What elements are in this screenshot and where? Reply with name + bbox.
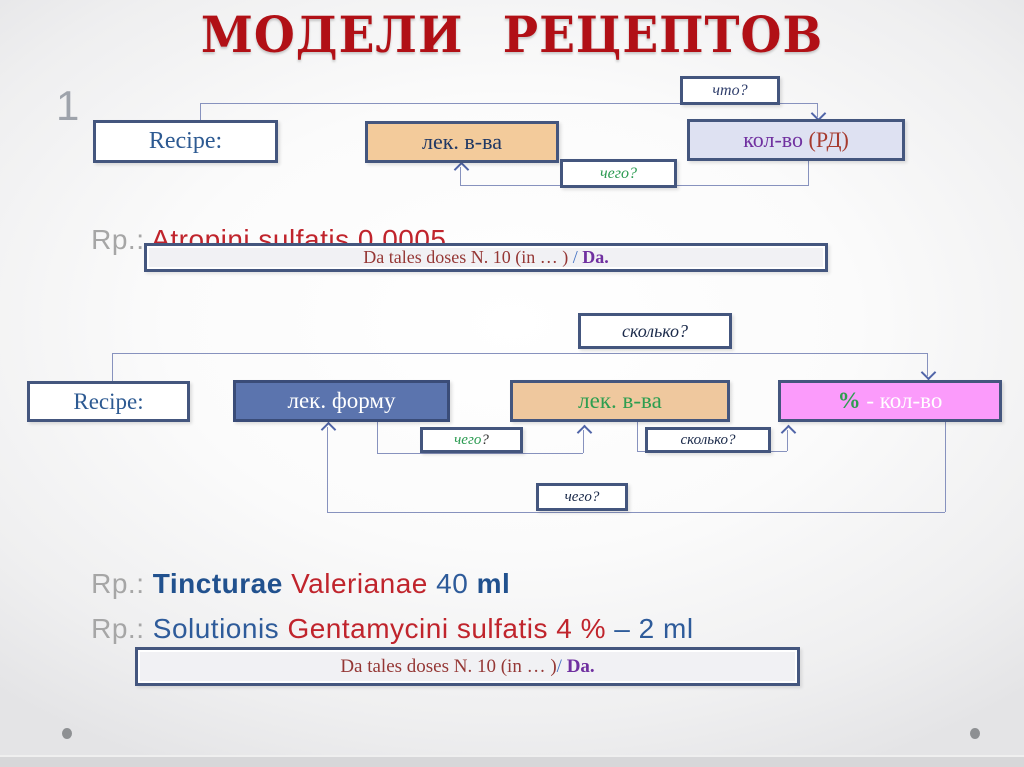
- rp-prefix: Rp.:: [91, 224, 152, 255]
- arrow-up-icon: [453, 161, 470, 178]
- question-box-how-much-2: сколько?: [645, 427, 771, 453]
- recipe-box-2: Recipe:: [27, 381, 190, 422]
- rp-word: Gentamycini sulfatis 4 %: [287, 613, 615, 644]
- question-box-what: что?: [680, 76, 780, 105]
- substance-box-1: лек. в-ва: [365, 121, 559, 163]
- connector-line: [377, 422, 378, 453]
- recipe-label: Recipe:: [73, 388, 144, 414]
- connector-line: [808, 161, 809, 186]
- connector-line: [327, 512, 945, 513]
- rp-word: 40: [436, 568, 477, 599]
- substance-label: лек. в-ва: [421, 129, 502, 154]
- da-slash: /: [572, 247, 578, 267]
- form-box: лек. форму: [233, 380, 450, 422]
- connector-line: [787, 430, 788, 451]
- substance-label: лек. в-ва: [578, 388, 662, 413]
- connector-line: [817, 103, 818, 117]
- rp-word: Tincturae: [152, 568, 292, 599]
- connector-line: [945, 422, 946, 512]
- connector-line: [112, 353, 113, 381]
- rp-word: ml: [476, 568, 511, 599]
- da-slash: /: [556, 655, 562, 677]
- nav-dot-left: [62, 728, 72, 739]
- rp-prefix: Rp.:: [91, 613, 153, 644]
- percent-quantity-box: % - кол-во: [778, 380, 1002, 422]
- question-label: сколько?: [621, 320, 689, 341]
- da-label: Da.: [561, 655, 595, 677]
- rp-word: Valerianae: [291, 568, 437, 599]
- da-tales-text: Da tales doses N. 10 (in … ): [363, 247, 573, 267]
- recipe-label: Recipe:: [148, 128, 223, 154]
- connector-line: [927, 353, 928, 376]
- connector-line: [460, 167, 461, 185]
- connector-line: [200, 103, 817, 104]
- connector-line: [583, 430, 584, 453]
- question-label: чего?: [600, 164, 637, 182]
- rp-prefix: Rp.:: [91, 568, 153, 599]
- arrow-down-icon: [920, 364, 937, 381]
- question-label: сколько?: [680, 431, 736, 448]
- question-label: что?: [712, 81, 748, 99]
- quantity-label: кол-во: [743, 127, 809, 152]
- rp-word: – 2 ml: [614, 613, 694, 644]
- question-box-of-what-2: чего?: [420, 427, 523, 453]
- quantity-box: кол-во (РД): [687, 119, 905, 161]
- da-tales-text: Da tales doses N. 10 (in … ): [340, 655, 557, 677]
- quantity-paren-label: (РД): [808, 127, 849, 152]
- da-label: Da.: [577, 247, 609, 267]
- question-label: чего: [454, 431, 482, 448]
- slide-title: МОДЕЛИ РЕЦЕПТОВ: [200, 6, 824, 65]
- question-box-how-much-top: сколько?: [578, 313, 732, 349]
- substance-box-2: лек. в-ва: [510, 380, 730, 422]
- rp-word: Solutionis: [152, 613, 288, 644]
- rp-line-solutionis: Rp.: Solutionis Gentamycini sulfatis 4 %…: [58, 581, 694, 677]
- quantity-label: - кол-во: [860, 388, 943, 413]
- connector-line: [112, 353, 927, 354]
- percent-label: %: [837, 388, 861, 413]
- connector-line: [327, 427, 328, 512]
- da-tales-box-2: Da tales doses N. 10 (in … )/ Da.: [135, 647, 800, 686]
- rp-line-atropini: Rp.: Atropini sulfatis 0,0005: [58, 192, 447, 288]
- question-label: чего?: [564, 488, 600, 505]
- footer-bar: [0, 755, 1024, 767]
- slide-number: 1: [56, 82, 80, 129]
- connector-line: [637, 422, 638, 451]
- connector-line: [200, 103, 201, 121]
- nav-dot-right: [970, 728, 980, 739]
- arrow-up-icon: [780, 424, 797, 441]
- connector-line: [377, 453, 583, 454]
- arrow-up-icon: [576, 424, 593, 441]
- recipe-box-1: Recipe:: [93, 120, 278, 163]
- question-box-of-what-1: чего?: [560, 159, 677, 188]
- question-mark: ?: [481, 431, 489, 448]
- arrow-up-icon: [320, 421, 337, 438]
- form-label: лек. форму: [287, 388, 396, 413]
- rp-line-tincturae: Rp.: Tincturae Valerianae 40 ml: [58, 536, 510, 632]
- da-tales-box-1: Da tales doses N. 10 (in … ) / Da.: [144, 243, 828, 272]
- question-box-of-what-3: чего?: [536, 483, 628, 511]
